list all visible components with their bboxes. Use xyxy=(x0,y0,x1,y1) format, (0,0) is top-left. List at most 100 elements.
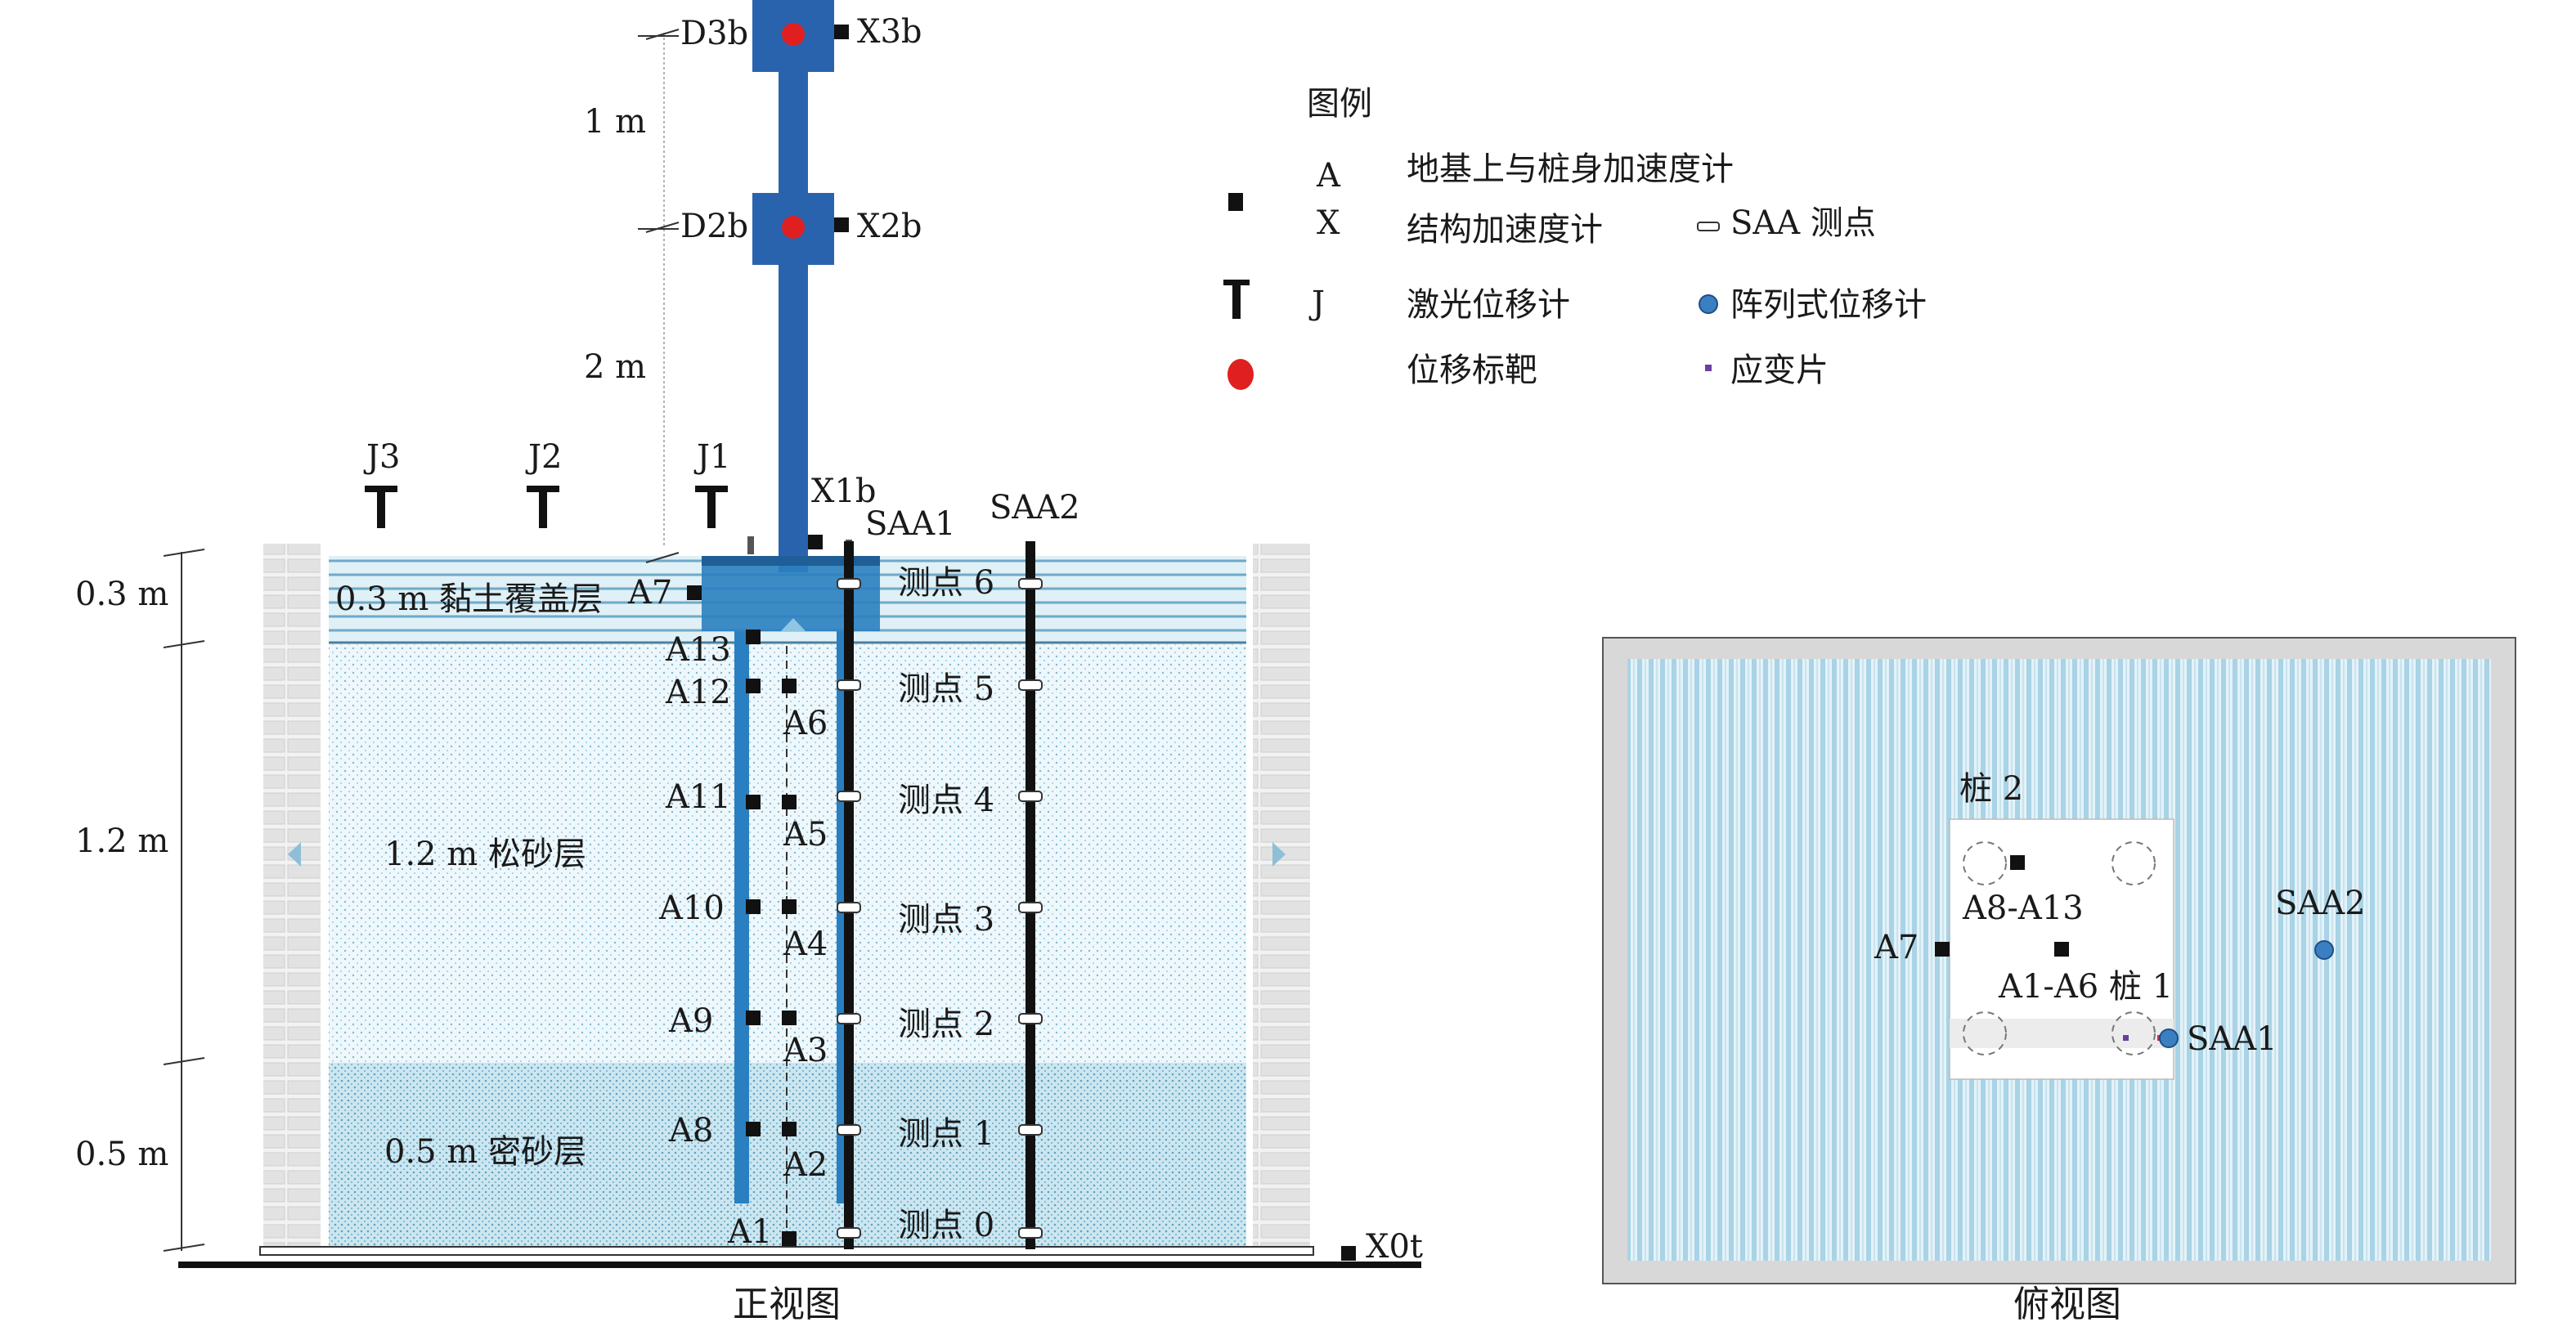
legend-target: 位移标靶 xyxy=(1407,352,1537,389)
dim-ticks xyxy=(163,549,205,1252)
legend-array: 阵列式位移计 xyxy=(1730,286,1927,324)
acc-a7-icon xyxy=(687,585,702,600)
saa1-line xyxy=(844,541,854,1249)
legend-letter-x: X xyxy=(1317,204,1340,242)
pile-cap-top xyxy=(702,556,880,566)
acc-a9-icon xyxy=(746,1011,761,1025)
right-arrow-icon xyxy=(1272,842,1286,867)
acc-x1b-icon xyxy=(808,535,823,549)
acc-x0t-icon xyxy=(1341,1246,1356,1261)
tank-base xyxy=(259,1246,1314,1256)
dim-ticks-upper xyxy=(645,29,680,563)
left-arrow-icon xyxy=(288,842,301,867)
point-label-6: 测点 6 xyxy=(898,564,994,602)
label-d2b: D2b xyxy=(680,208,748,245)
laser-j2: J2 xyxy=(525,438,562,528)
loose-sand-label: 1.2 m 松砂层 xyxy=(384,836,586,873)
label-a9: A9 xyxy=(668,1002,713,1040)
label-top-saa2: SAA2 xyxy=(2275,885,2366,922)
label-x0t: X0t xyxy=(1366,1228,1423,1266)
label-a7: A7 xyxy=(627,574,672,612)
legend-saa-point-icon xyxy=(1697,222,1720,231)
label-a11: A11 xyxy=(665,778,731,816)
label-x3b: X3b xyxy=(857,13,922,51)
label-pile2: 桩 2 xyxy=(1959,770,2023,808)
label-d3b: D3b xyxy=(680,15,748,52)
legend-acc-struct: 结构加速度计 xyxy=(1407,211,1603,249)
legend-letter-a: A xyxy=(1316,157,1341,195)
label-a10: A10 xyxy=(658,890,725,927)
cap-bolt-left xyxy=(747,536,754,554)
acc-a11-icon xyxy=(746,795,761,809)
label-saa2: SAA2 xyxy=(990,489,1080,527)
label-top-saa1: SAA1 xyxy=(2187,1020,2278,1058)
label-a1-a6-pile1: A1-A6 桩 1 xyxy=(1998,968,2173,1006)
right-wall xyxy=(1253,544,1310,1247)
legend-letter-j: J xyxy=(1308,285,1325,322)
laser-j1-label: J1 xyxy=(693,438,730,476)
legend: 图例 A X 地基上与桩身加速度计 结构加速度计 SAA 测点 J 激光位移计 … xyxy=(1223,85,1927,390)
acc-a3-icon xyxy=(782,1011,797,1025)
label-a8: A8 xyxy=(668,1112,713,1150)
structure-column xyxy=(779,49,808,572)
label-top-a7: A7 xyxy=(1874,929,1919,966)
legend-acc-icon xyxy=(1228,193,1243,211)
dim-label-1m: 1 m xyxy=(584,103,646,141)
legend-target-icon xyxy=(1227,359,1254,390)
acc-a4-icon xyxy=(782,899,797,914)
point-label-0: 测点 0 xyxy=(898,1207,994,1244)
label-a8-a13: A8-A13 xyxy=(1962,890,2084,927)
pile-circle-br xyxy=(2112,1011,2156,1055)
laser-j3-label: J3 xyxy=(363,438,400,476)
label-a2: A2 xyxy=(783,1146,828,1184)
point-label-5: 测点 5 xyxy=(898,670,994,708)
label-saa1: SAA1 xyxy=(865,505,956,543)
pile-circle-tl xyxy=(1963,841,2007,885)
front-view-caption: 正视图 xyxy=(733,1284,841,1325)
top-view-caption: 俯视图 xyxy=(2013,1284,2121,1325)
acc-a10-icon xyxy=(746,899,761,914)
pile-cap-marker xyxy=(781,618,806,631)
front-view: 0.3 m 1.2 m 0.5 m 1 m 2 m xyxy=(75,0,1423,1325)
legend-title: 图例 xyxy=(1307,85,1372,123)
acc-a6-icon xyxy=(782,679,797,693)
target-d2b-icon xyxy=(782,216,805,239)
acc-a12-icon xyxy=(746,679,761,693)
acc-a8-icon xyxy=(746,1122,761,1136)
acc-x2b-icon xyxy=(834,217,849,232)
legend-array-icon xyxy=(1699,294,1718,314)
point-label-4: 测点 4 xyxy=(898,782,994,819)
dim-label-2m: 2 m xyxy=(584,348,646,386)
acc-a13-icon xyxy=(746,630,761,644)
label-a6: A6 xyxy=(783,705,828,742)
label-a12: A12 xyxy=(665,674,731,711)
left-wall xyxy=(263,544,321,1247)
top-view: 桩 2 A8-A13 A7 A1-A6 桩 1 SAA1 SAA2 俯视图 xyxy=(1602,637,2516,1325)
clay-layer-label: 0.3 m 黏土覆盖层 xyxy=(335,580,603,618)
label-a3: A3 xyxy=(783,1032,828,1069)
dim-label-0-5m: 0.5 m xyxy=(75,1136,168,1173)
acc-a2-icon xyxy=(782,1122,797,1136)
point-label-3: 测点 3 xyxy=(898,901,994,939)
legend-saa-point: SAA 测点 xyxy=(1730,204,1876,242)
laser-j3: J3 xyxy=(363,438,400,528)
dim-label-0-3m: 0.3 m xyxy=(75,576,168,613)
dense-sand-label: 0.5 m 密砂层 xyxy=(384,1133,586,1171)
laser-j1: J1 xyxy=(693,438,730,528)
acc-a1-icon xyxy=(782,1231,797,1246)
target-d3b-icon xyxy=(782,23,805,46)
legend-laser: 激光位移计 xyxy=(1407,286,1570,324)
saa1-points xyxy=(837,578,861,1239)
label-a1: A1 xyxy=(727,1213,772,1251)
strain-gauge-icon xyxy=(2123,1035,2129,1041)
point-label-2: 测点 2 xyxy=(898,1006,994,1043)
dim-label-1-2m: 1.2 m xyxy=(75,822,168,860)
label-a13: A13 xyxy=(665,631,731,669)
saa2-points xyxy=(1018,578,1043,1239)
acc-a5-icon xyxy=(782,795,797,809)
saa2-line xyxy=(1025,541,1035,1249)
acc-x3b-icon xyxy=(834,25,849,39)
pile-circle-tr xyxy=(2112,841,2156,885)
legend-laser-icon xyxy=(1223,280,1250,319)
